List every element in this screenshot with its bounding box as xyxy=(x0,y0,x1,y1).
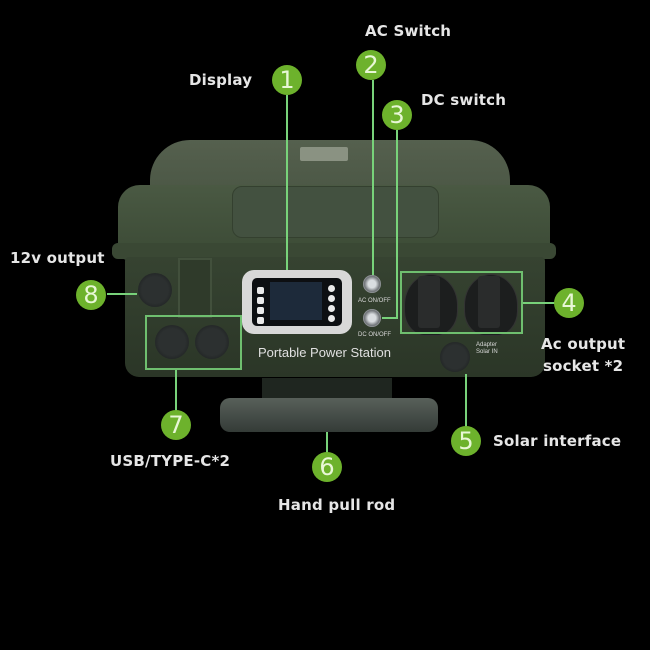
callout-line-3 xyxy=(396,130,398,319)
callout-badge-4: 4 xyxy=(554,288,584,318)
ac-switch-label: AC ON/OFF xyxy=(358,298,391,304)
callout-line-8 xyxy=(107,293,137,295)
brand-text: Portable Power Station xyxy=(258,345,391,360)
solar-port-label: Adapter Solar IN xyxy=(476,342,498,356)
callout-label-handle: Hand pull rod xyxy=(278,496,396,514)
display-icon xyxy=(257,317,264,324)
callout-badge-7: 7 xyxy=(161,410,191,440)
dc-switch[interactable] xyxy=(363,309,381,327)
ac-socket-cover xyxy=(418,276,440,328)
callout-label-solar: Solar interface xyxy=(493,432,622,450)
dc-switch-label: DC ON/OFF xyxy=(358,332,391,338)
display-menu-button[interactable] xyxy=(328,285,335,292)
display-enter-button[interactable] xyxy=(328,315,335,322)
label-line: socket *2 xyxy=(542,357,624,375)
12v-port xyxy=(138,273,172,307)
usb-port xyxy=(155,325,189,359)
callout-label-12v: 12v output xyxy=(10,249,105,267)
callout-line-5 xyxy=(465,374,467,427)
ac-socket-cover xyxy=(478,276,500,328)
display-icon xyxy=(257,287,264,294)
solar-label-line: Adapter xyxy=(476,342,498,348)
callout-label-ac-switch: AC Switch xyxy=(365,22,452,40)
callout-line-6 xyxy=(326,432,328,453)
callout-label-usb: USB/TYPE-C*2 xyxy=(110,452,231,470)
display-icon xyxy=(257,307,264,314)
callout-line-7 xyxy=(175,370,177,411)
callout-badge-1: 1 xyxy=(272,65,302,95)
callout-label-ac-output: Ac output socket *2 xyxy=(541,333,625,377)
usb-highlight-box xyxy=(145,315,242,370)
display-up-button[interactable] xyxy=(328,295,335,302)
lid-label-plate xyxy=(300,147,348,161)
callout-badge-2: 2 xyxy=(356,50,386,80)
callout-line-2 xyxy=(372,80,374,275)
ac-switch[interactable] xyxy=(363,275,381,293)
display-icon xyxy=(257,297,264,304)
solar-port xyxy=(440,342,470,372)
type-c-port xyxy=(195,325,229,359)
callout-badge-5: 5 xyxy=(451,426,481,456)
callout-badge-6: 6 xyxy=(312,452,342,482)
display-down-button[interactable] xyxy=(328,305,335,312)
label-line: Ac output xyxy=(541,335,626,353)
callout-badge-8: 8 xyxy=(76,280,106,310)
callout-line-4 xyxy=(523,302,555,304)
case-rim xyxy=(112,243,556,259)
display-screen xyxy=(270,282,322,320)
callout-line-1 xyxy=(286,95,288,270)
callout-label-display: Display xyxy=(189,71,253,89)
callout-line-3-h xyxy=(382,317,398,319)
lid-recessed-panel xyxy=(232,186,439,238)
hand-pull-rod xyxy=(220,398,438,432)
handle-mount xyxy=(262,378,392,400)
callout-badge-3: 3 xyxy=(382,100,412,130)
ac-socket-highlight-box xyxy=(400,271,523,334)
callout-label-dc-switch: DC switch xyxy=(421,91,507,109)
case-slot xyxy=(178,258,212,318)
solar-label-line: Solar IN xyxy=(476,349,498,355)
